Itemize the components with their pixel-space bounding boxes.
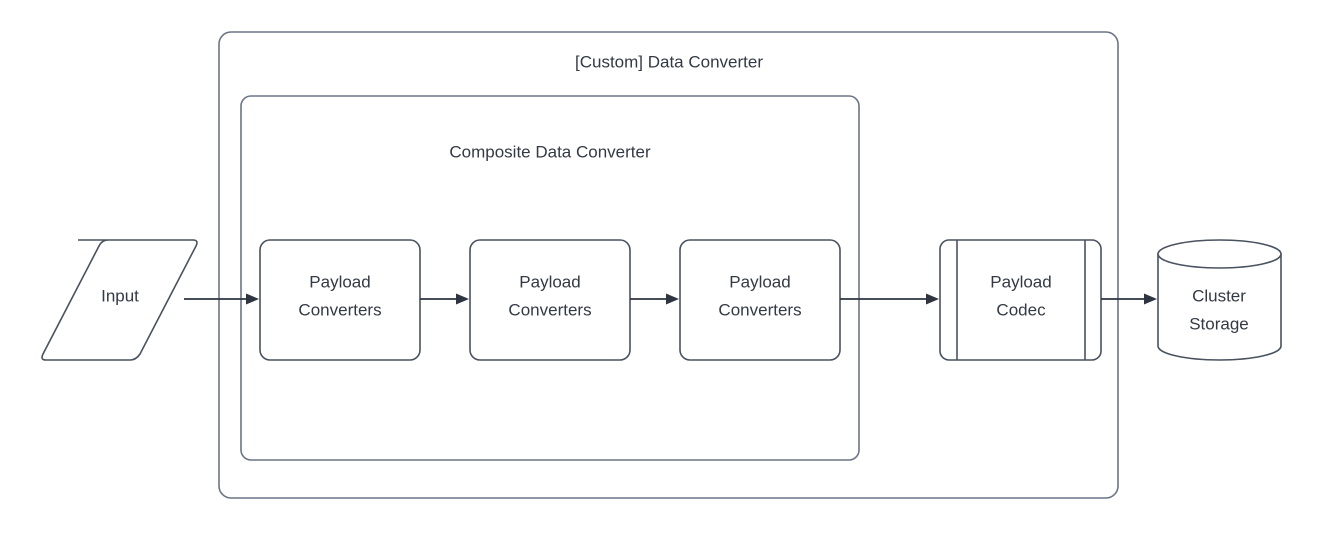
payload-codec-label-line2: Codec (996, 300, 1046, 319)
cluster-storage-label-line1: Cluster (1192, 286, 1246, 305)
payload-converters-1-shape[interactable] (259, 239, 421, 361)
custom-data-converter-label: [Custom] Data Converter (575, 52, 763, 71)
node-payload-converters-3[interactable]: Payload Converters (679, 239, 841, 361)
edge-pc2-to-pc3 (630, 293, 679, 305)
payload-codec-shape[interactable] (939, 239, 1102, 361)
payload-converters-3-label-line1: Payload (729, 272, 790, 291)
edge-pc3-to-codec (840, 293, 939, 305)
edge-pc2-to-pc3-arrowhead (666, 293, 679, 305)
payload-codec-label-line1: Payload (990, 272, 1051, 291)
payload-converters-2-shape[interactable] (469, 239, 631, 361)
payload-converters-2-label-line1: Payload (519, 272, 580, 291)
node-payload-codec[interactable]: Payload Codec (939, 239, 1102, 361)
payload-converters-2-label-line2: Converters (508, 300, 591, 319)
node-input[interactable]: Input (41, 239, 198, 361)
node-payload-converters-2[interactable]: Payload Converters (469, 239, 631, 361)
edge-pc1-to-pc2 (420, 293, 469, 305)
edge-codec-to-storage-arrowhead (1144, 293, 1157, 305)
edge-input-to-pc1 (184, 293, 259, 305)
payload-converters-3-label-line2: Converters (718, 300, 801, 319)
edge-codec-to-storage (1101, 293, 1157, 305)
node-payload-converters-1[interactable]: Payload Converters (259, 239, 421, 361)
cluster-storage-body[interactable] (1157, 253, 1282, 361)
edge-pc1-to-pc2-arrowhead (456, 293, 469, 305)
input-shape[interactable] (41, 239, 198, 361)
input-label: Input (101, 286, 139, 305)
edge-input-to-pc1-arrowhead (246, 293, 259, 305)
cluster-storage-top-ellipse (1157, 239, 1282, 269)
composite-data-converter-label: Composite Data Converter (449, 142, 651, 161)
cluster-storage-label-line2: Storage (1189, 314, 1249, 333)
payload-converters-1-label-line1: Payload (309, 272, 370, 291)
payload-converters-1-label-line2: Converters (298, 300, 381, 319)
edge-pc3-to-codec-arrowhead (926, 293, 939, 305)
node-cluster-storage[interactable]: Cluster Storage (1157, 239, 1282, 361)
payload-converters-3-shape[interactable] (679, 239, 841, 361)
